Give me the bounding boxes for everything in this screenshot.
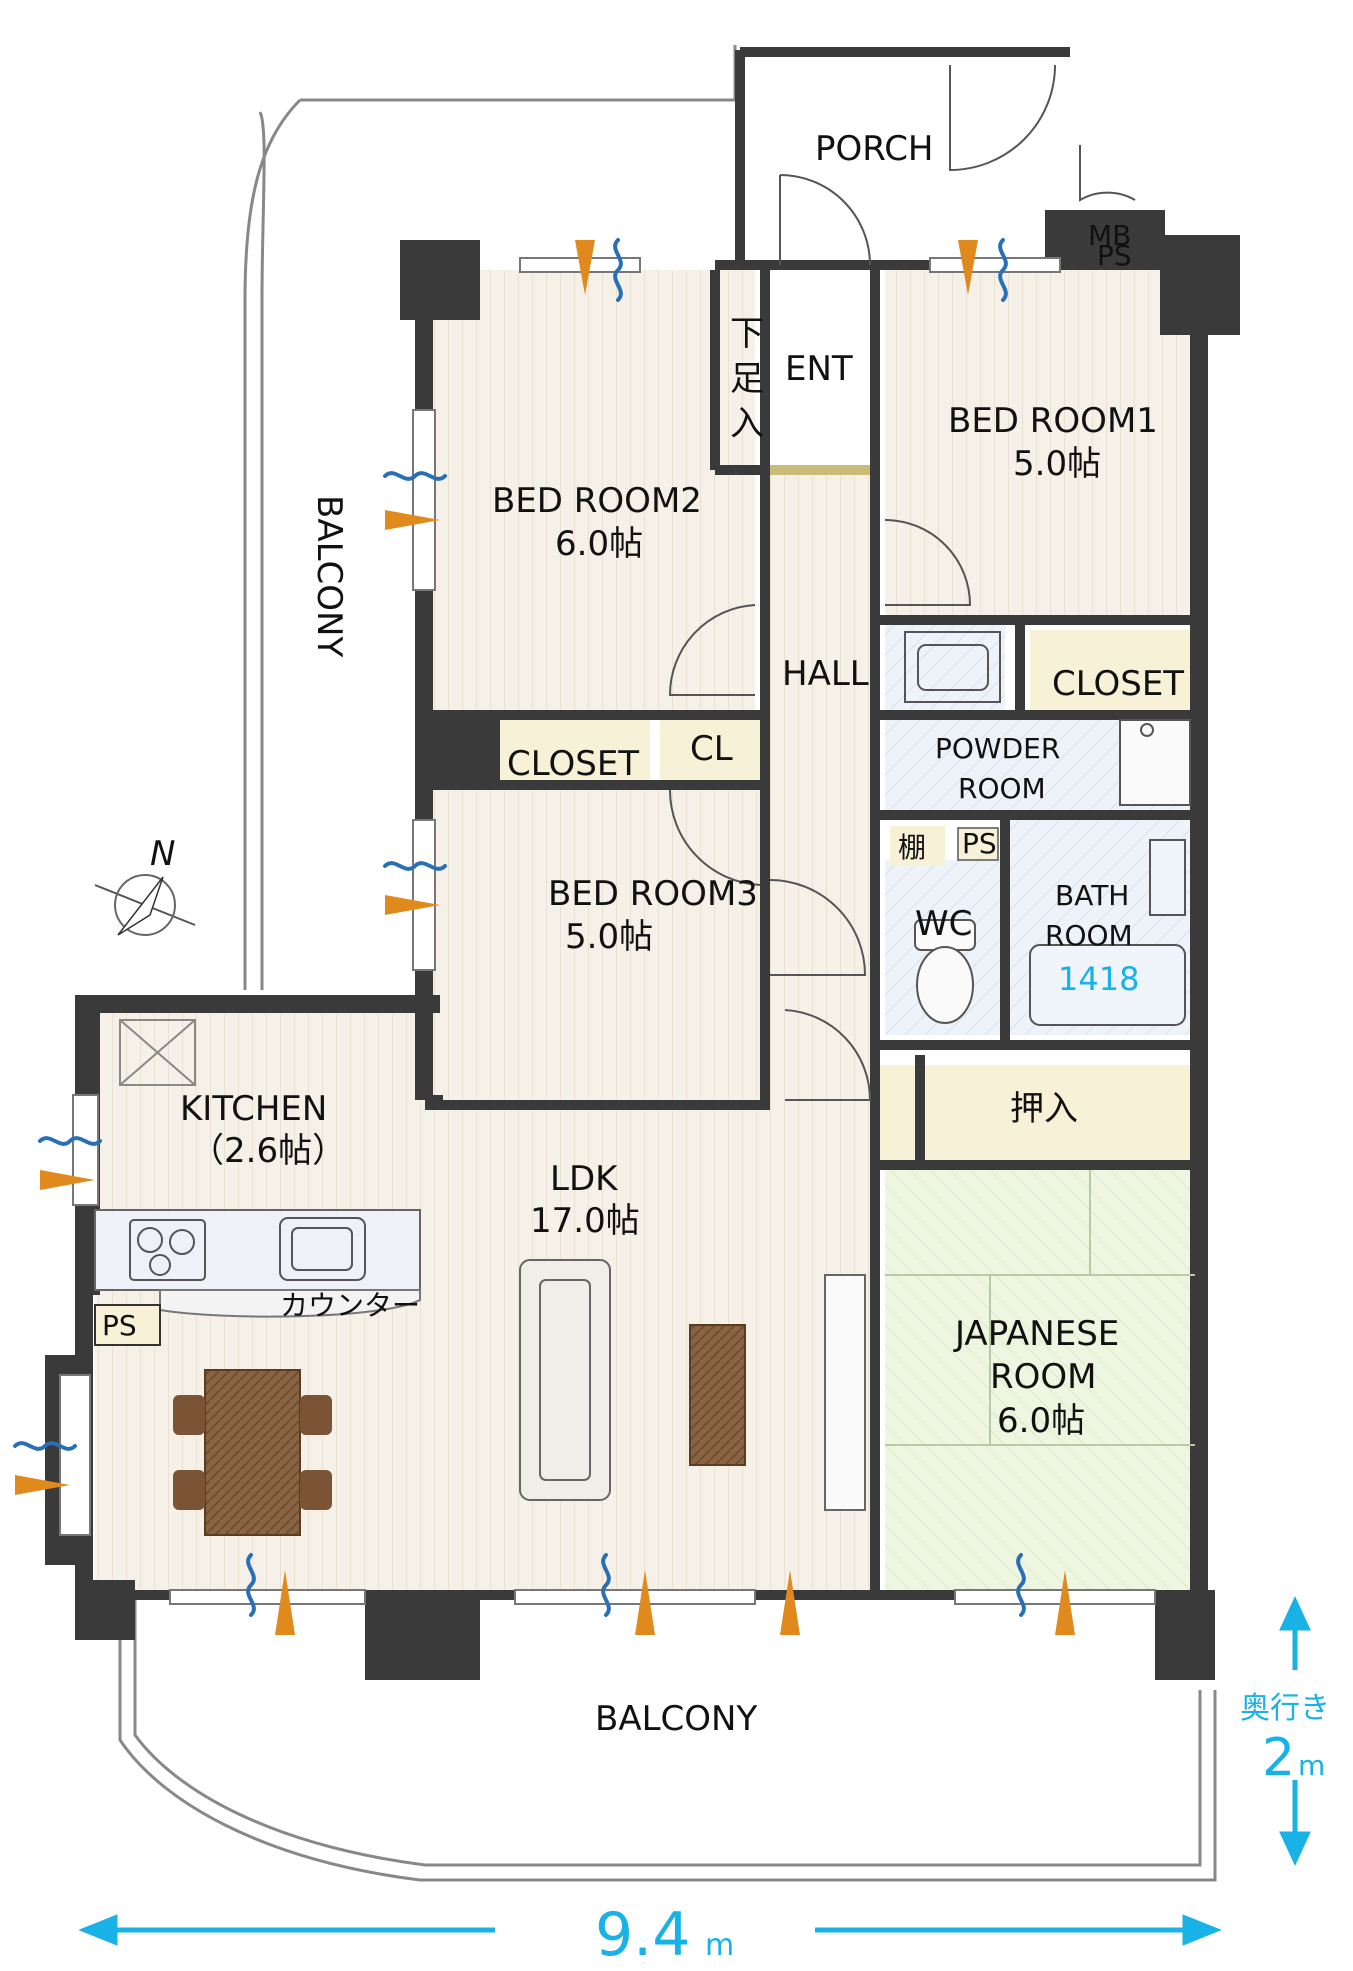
tatami-lines [885,1170,1195,1446]
balcony-west-label: BALCONY [309,495,349,657]
stove-icon [129,1219,206,1281]
counter-label: カウンター [280,1289,420,1322]
bedroom1-name: BED ROOM1 [948,401,1158,441]
ps-small-label: PS [962,827,997,860]
powder-room-label-2: ROOM [958,772,1046,805]
light-arrows [15,240,1075,1635]
hall-step [770,465,870,475]
hall-floor [770,465,870,1105]
cl-floor [660,720,765,780]
sink-icon [279,1217,366,1281]
ps-kitchen-box [94,1304,161,1346]
shoe-closet-char-3: 入 [730,404,764,444]
mb-label: MB [1088,219,1131,252]
porch-label: PORCH [815,129,934,169]
bath-label-2: ROOM [1045,919,1133,952]
washer-icon [1119,719,1191,806]
shoe-closet-char-1: 下 [730,314,764,354]
toilet-icon [914,919,976,1024]
bedroom3-size: 5.0帖 [565,917,653,957]
shelf-box [890,826,945,866]
oshiire-floor [925,1065,1195,1160]
oshiire-label: 押入 [1010,1089,1078,1129]
ps-kitchen-floor [95,1305,160,1345]
washbasin-icon [904,631,1001,703]
width-unit: m [705,1928,734,1963]
bathtub-icon [1029,839,1186,1026]
bedroom3-name: BED ROOM3 [548,874,758,914]
japanese-room-size: 6.0帖 [997,1401,1085,1441]
counter-curve [159,1289,421,1318]
bath-size-label: 1418 [1058,960,1139,998]
coffee-table-icon [689,1324,746,1466]
ps-kitchen-label: PS [102,1309,137,1342]
compass-icon [94,874,196,936]
depth-label: 奥行き [1240,1691,1330,1726]
compass-label: N [150,834,175,874]
doors [668,64,1136,1101]
powder-room-label-1: POWDER [935,732,1060,765]
width-value: 9.4 [595,1900,690,1970]
fridge-icon [119,1019,196,1086]
kitchen-size: （2.6帖） [190,1131,346,1171]
porch-floor [740,55,1065,265]
ps-small-box [957,827,999,861]
depth-value: 2 [1262,1728,1295,1788]
closet1-label: CLOSET [1052,664,1184,704]
kitchen-name: KITCHEN [180,1089,327,1129]
balcony-south-label: BALCONY [595,1699,757,1739]
bedroom1-floor [885,270,1200,620]
shoe-closet-char-2: 足 [730,359,764,399]
balcony-south-outline [118,1600,1217,1882]
bedroom2-floor [430,270,755,710]
ps-top-label: PS [1097,239,1132,272]
cl-label: CL [690,729,733,769]
oshiire-side-floor [875,1065,915,1160]
width-dimension-arrow [78,1914,1222,1946]
japanese-room-floor [885,1170,1195,1590]
windows [59,257,1156,1605]
ldk-name: LDK [550,1159,619,1199]
wc-label: WC [915,904,972,944]
ldk-size: 17.0帖 [530,1201,640,1241]
bedroom1-size: 5.0帖 [1013,444,1101,484]
hall-label: HALL [782,654,869,694]
depth-unit: m [1298,1749,1325,1782]
bath-label-1: BATH [1055,879,1129,912]
japanese-room-name-2: ROOM [990,1357,1096,1397]
closet1-floor [1030,630,1195,710]
bedroom2-size: 6.0帖 [555,524,643,564]
entrance-label: ENT [785,349,853,389]
japanese-room-name-1: JAPANESE [953,1314,1119,1354]
tv-board-icon [824,1274,866,1511]
shelf-label: 棚 [898,831,926,864]
depth-dimension-arrow [1279,1596,1311,1866]
closet2-label: CLOSET [507,744,639,784]
bedroom2-name: BED ROOM2 [492,481,702,521]
sofa-icon [519,1259,611,1501]
closet2-floor [500,720,650,780]
dining-table-icon [173,1369,332,1536]
